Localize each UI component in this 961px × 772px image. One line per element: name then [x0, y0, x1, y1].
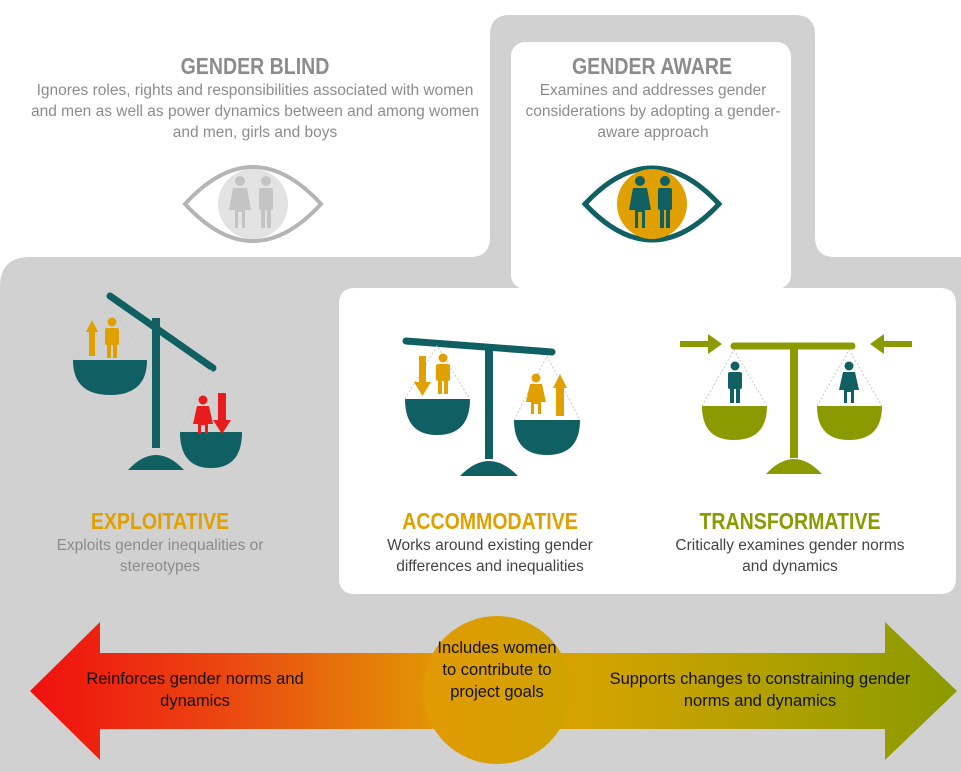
exploitative-description: Exploits gender inequalities or stereoty…: [56, 537, 264, 575]
transformative-description: Critically examines gender norms and dyn…: [675, 537, 905, 575]
gender-aware-panel: [511, 42, 791, 289]
exploitative-title: EXPLOITATIVE: [90, 508, 230, 534]
tilted-scale-icon: [402, 337, 581, 476]
balanced-scale-icon: [680, 334, 912, 474]
unbalanced-scale-icon: [72, 292, 243, 470]
gender-aware-title: GENDER AWARE: [571, 53, 733, 79]
accommodative-description: Works around existing gender differences…: [387, 537, 593, 575]
gender-aware-description: Examines and addresses gender considerat…: [525, 82, 781, 141]
gender-blind-title: GENDER BLIND: [180, 53, 330, 79]
gender-blind-description: Ignores roles, rights and responsibiliti…: [30, 82, 480, 141]
inner-white-panel: [339, 288, 956, 594]
accommodative-title: ACCOMMODATIVE: [402, 508, 578, 534]
transformative-title: TRANSFORMATIVE: [699, 508, 881, 534]
continuum-right-label: Supports changes to constraining gender …: [609, 670, 911, 710]
continuum-left-label: Reinforces gender norms and dynamics: [86, 670, 304, 710]
continuum-center-circle: [423, 616, 571, 764]
eye-icon-teal: [581, 165, 723, 243]
eye-icon-grey: [182, 165, 324, 243]
continuum-center-label: Includes women to contribute to project …: [437, 639, 557, 701]
